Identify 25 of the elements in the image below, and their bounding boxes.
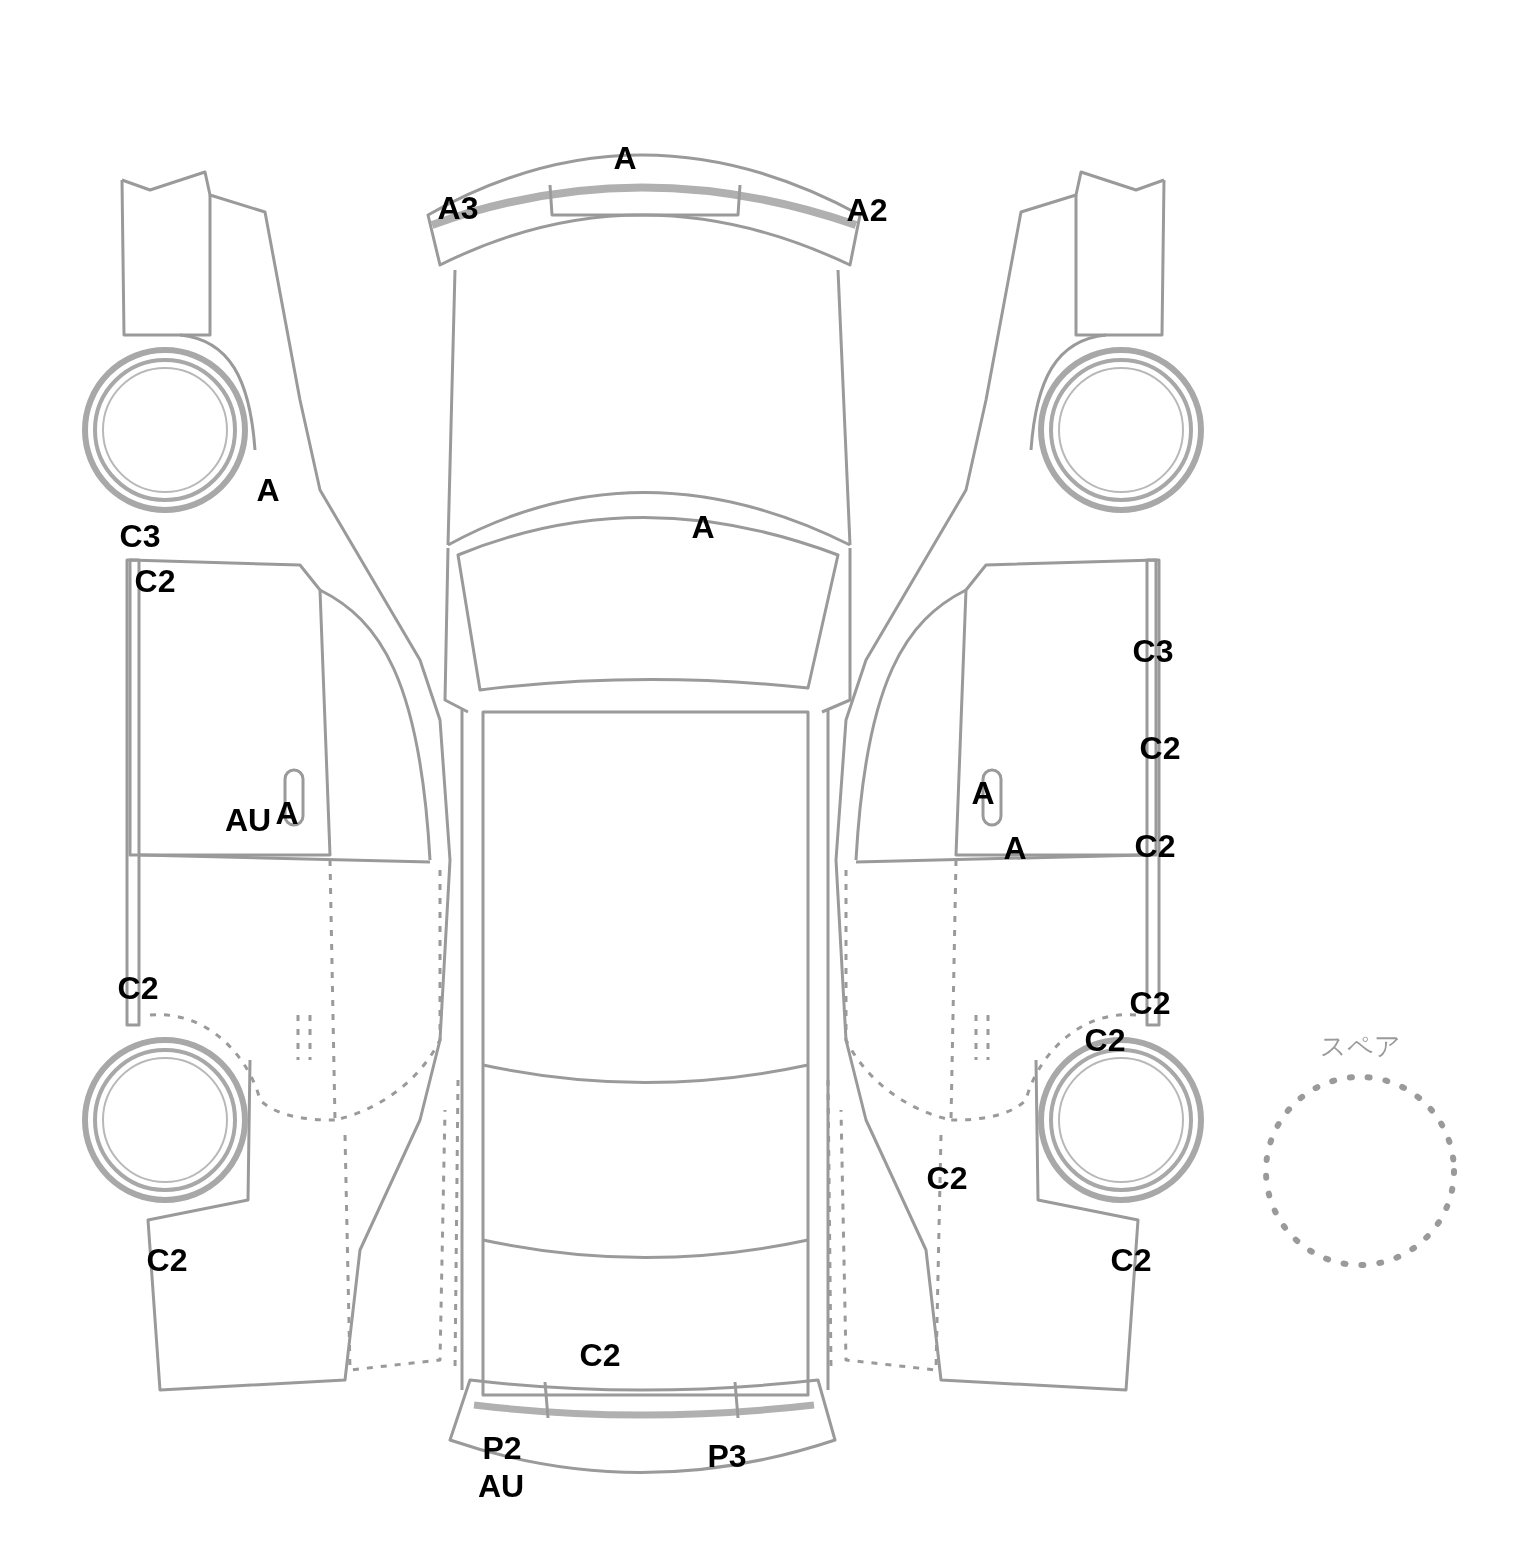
damage-code: A2 [846, 194, 888, 226]
damage-code: C2 [1134, 830, 1176, 862]
damage-code: A [613, 142, 637, 174]
damage-code: AU [477, 1470, 525, 1502]
damage-code: C2 [1084, 1024, 1126, 1056]
damage-code: C2 [1129, 987, 1171, 1019]
damage-code: P3 [707, 1440, 747, 1472]
damage-code: A3 [437, 192, 479, 224]
damage-code: C2 [926, 1162, 968, 1194]
damage-code: C2 [146, 1244, 188, 1276]
damage-code: C3 [119, 520, 161, 552]
damage-code: C2 [1110, 1244, 1152, 1276]
damage-code: A [256, 474, 280, 506]
damage-code: A [275, 797, 299, 829]
damage-code: C2 [134, 565, 176, 597]
damage-code: C2 [117, 972, 159, 1004]
damage-code: C2 [1139, 732, 1181, 764]
damage-code: C3 [1132, 635, 1174, 667]
damage-code: A [1003, 832, 1027, 864]
damage-code: AU [224, 804, 272, 836]
damage-code: A [971, 777, 995, 809]
damage-code: P2 [482, 1432, 522, 1464]
damage-code: C2 [579, 1339, 621, 1371]
spare-label: スペア [1319, 1030, 1401, 1063]
damage-code: A [691, 511, 715, 543]
